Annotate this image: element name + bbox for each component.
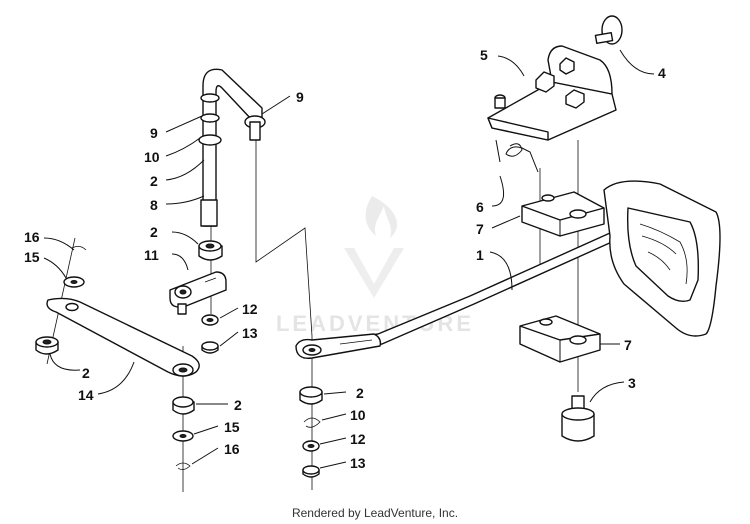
callout-10-lower: 10 [350,407,366,423]
callout-2-shaft: 2 [150,173,158,189]
callout-3: 3 [628,375,636,391]
callout-7-lower: 7 [624,337,632,353]
watermark-logo [344,196,404,298]
callout-7-upper: 7 [476,221,484,237]
callout-6: 6 [476,199,484,215]
callout-9-shaft: 9 [150,125,158,141]
callout-5: 5 [480,47,488,63]
link-arm-part-14 [46,297,200,377]
callout-2-left: 2 [82,365,90,381]
shift-pedal [603,180,721,337]
mount-block-part-7-upper [521,191,605,237]
callout-2-lower-middle: 2 [356,385,364,401]
bolt-part-4 [594,15,623,45]
washer-nut-upper [201,314,219,354]
callout-13-upper: 13 [242,325,258,341]
pivot-shaft-part-8 [198,68,263,227]
callout-10-upper: 10 [144,149,160,165]
footer-credit: Rendered by LeadVenture, Inc. [291,506,459,520]
callout-1: 1 [476,247,484,263]
mount-block-part-7-lower [519,315,601,363]
bolt-part-3 [561,395,595,442]
callout-4: 4 [658,65,666,81]
callout-2-lower-left: 2 [234,397,242,413]
left-clip-washer-bushing [35,246,87,355]
bushing-and-bellcrank [169,240,227,315]
assembly-lines [46,140,579,492]
callout-16-left: 16 [24,229,40,245]
callout-15-left: 15 [24,249,40,265]
lower-left-stack [172,396,195,470]
callout-15-lower: 15 [224,419,240,435]
callout-2-upper: 2 [150,224,158,240]
bracket-part-5 [487,45,617,141]
lower-middle-stack [299,386,323,478]
callout-14: 14 [78,387,94,403]
spring-part-6 [495,139,539,173]
callout-13-lower: 13 [350,455,366,471]
callout-11: 11 [144,247,159,263]
callout-12-lower: 12 [350,431,366,447]
callout-16-lower: 16 [224,441,240,457]
callouts: 1 2 2 2 2 2 3 4 5 6 7 7 8 9 9 10 10 11 1… [24,47,666,471]
leader-lines [43,49,655,469]
callout-9-bolt: 9 [296,89,304,105]
bolt-part-9-upper [244,115,266,141]
callout-8: 8 [150,197,158,213]
callout-12-upper: 12 [242,301,258,317]
